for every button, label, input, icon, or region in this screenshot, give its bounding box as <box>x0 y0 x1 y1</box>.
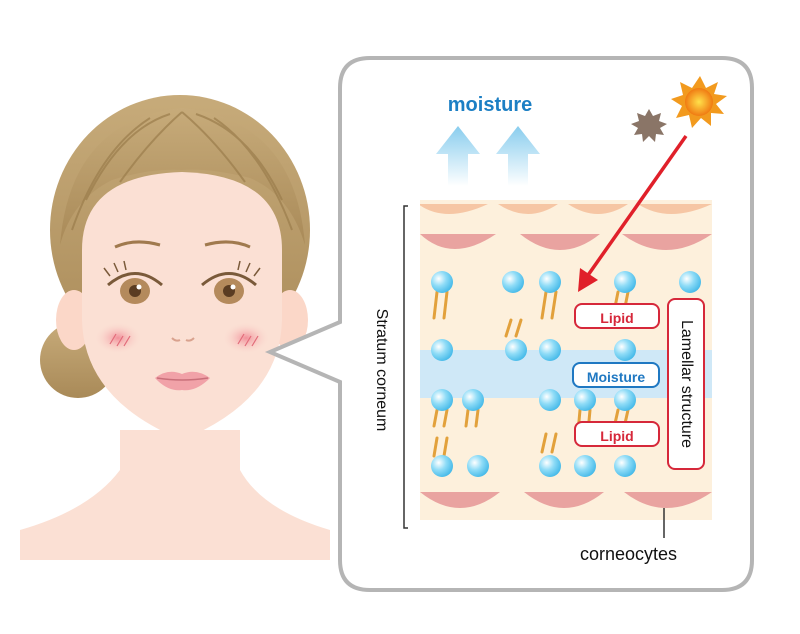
lamellar-structure-label: Lamellar structure <box>678 319 695 449</box>
stratum-corneum-label-box: Stratum corneum <box>366 280 396 460</box>
sun-icon <box>671 76 727 128</box>
face-illustration <box>20 95 330 560</box>
cheek-blush-lines <box>109 333 259 347</box>
moisture-title: moisture <box>447 94 533 116</box>
moisture-up-arrow-icon <box>436 126 540 186</box>
top-cells <box>420 204 712 214</box>
stratum-corneum-label: Stratum corneum <box>373 308 390 432</box>
nose <box>171 337 195 342</box>
lipid-tag-bottom: Lipid <box>574 421 660 447</box>
uv-damage-arrow <box>578 134 688 292</box>
lipid-heads <box>431 271 701 477</box>
lipid-tag-top: Lipid <box>574 303 660 329</box>
stratum-corneum-layer <box>420 200 712 520</box>
right-cheek <box>222 322 270 354</box>
left-eye <box>103 260 163 304</box>
left-cheek <box>94 322 142 354</box>
corneocytes-bottom-row <box>420 492 712 508</box>
face <box>82 172 282 440</box>
right-eyebrow <box>204 240 251 249</box>
right-eye <box>201 260 261 304</box>
corneocytes-label: corneocytes <box>580 544 678 564</box>
lips <box>155 371 210 391</box>
corneocytes-upper-row <box>420 234 712 250</box>
moisture-tag: Moisture <box>572 362 660 388</box>
hair-strands <box>71 111 293 231</box>
left-eyebrow <box>114 240 161 249</box>
lamellar-structure-box: Lamellar structure <box>667 298 705 470</box>
neck <box>20 430 330 560</box>
stratum-corneum-bracket <box>403 205 408 529</box>
dark-particle-icon <box>631 109 667 142</box>
